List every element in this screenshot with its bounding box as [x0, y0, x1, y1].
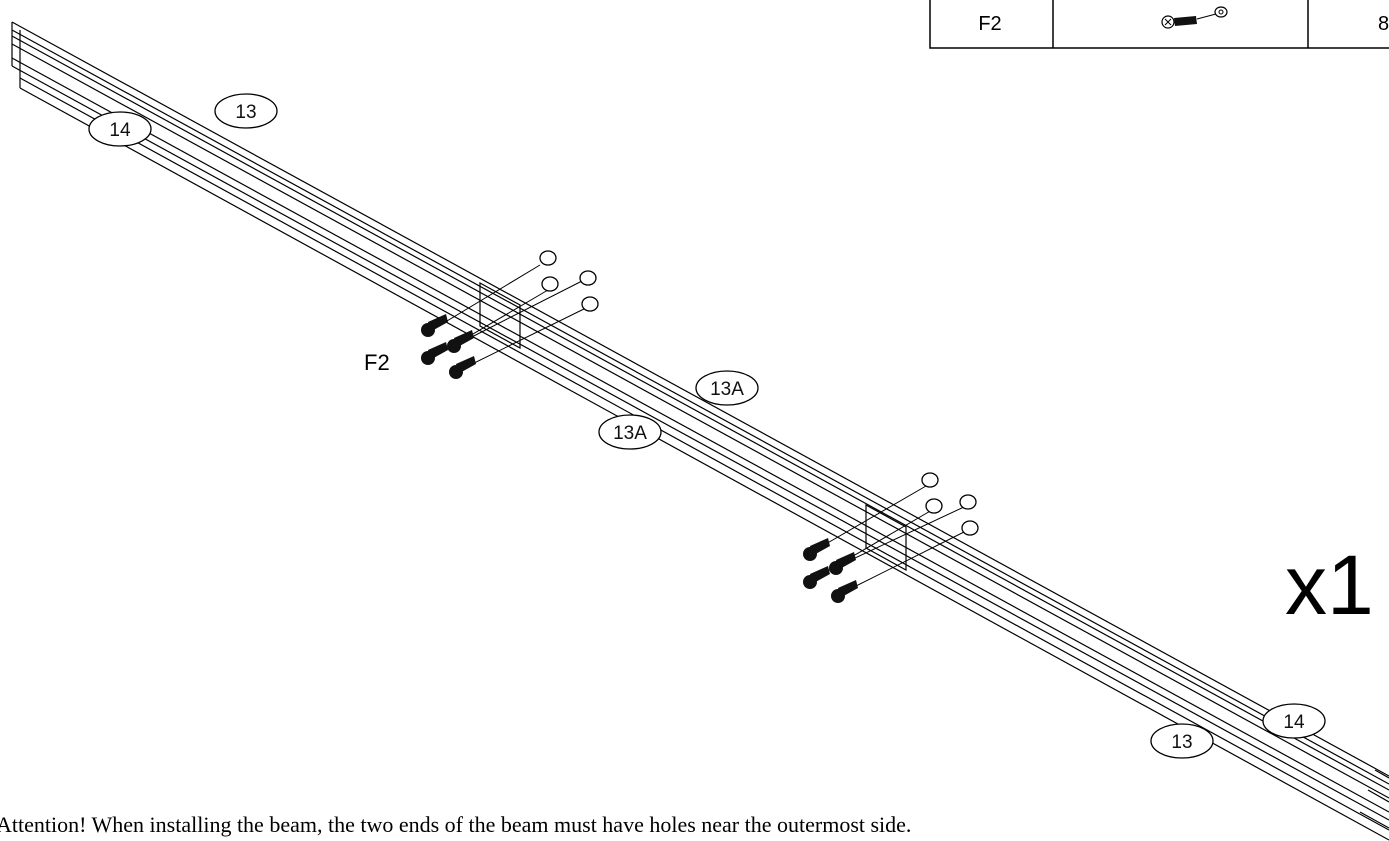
svg-text:13A: 13A [710, 379, 744, 400]
fastener-group-left [421, 250, 599, 379]
svg-text:13: 13 [1171, 732, 1192, 753]
attention-note: Attention! When installing the beam, the… [0, 812, 911, 837]
svg-text:13: 13 [235, 102, 256, 123]
svg-text:13A: 13A [613, 423, 647, 444]
parts-table-code: F2 [978, 13, 1001, 35]
callout-14-top: 14 [88, 111, 152, 147]
callout-13-bottom: 13 [1150, 723, 1214, 759]
screw-icon [803, 538, 858, 603]
parts-table: F2 8 [929, 0, 1389, 49]
parts-table-quantity: 8 [1378, 13, 1389, 35]
nut-icon [539, 250, 599, 312]
svg-text:14: 14 [1283, 712, 1305, 733]
beam-assembly [11, 21, 1389, 841]
multiplier-label: x1 [1285, 538, 1374, 632]
nut-icon [921, 472, 979, 536]
screw-icon [421, 314, 476, 379]
callout-14-bottom: 14 [1262, 703, 1326, 739]
callout-13a-upper: 13A [695, 370, 759, 406]
callout-13-top: 13 [214, 93, 278, 129]
svg-text:14: 14 [109, 120, 131, 141]
fastener-label: F2 [364, 350, 390, 375]
screw-nut-icon [1161, 6, 1228, 29]
callout-13a-lower: 13A [598, 414, 662, 450]
fastener-group-right [803, 472, 979, 603]
